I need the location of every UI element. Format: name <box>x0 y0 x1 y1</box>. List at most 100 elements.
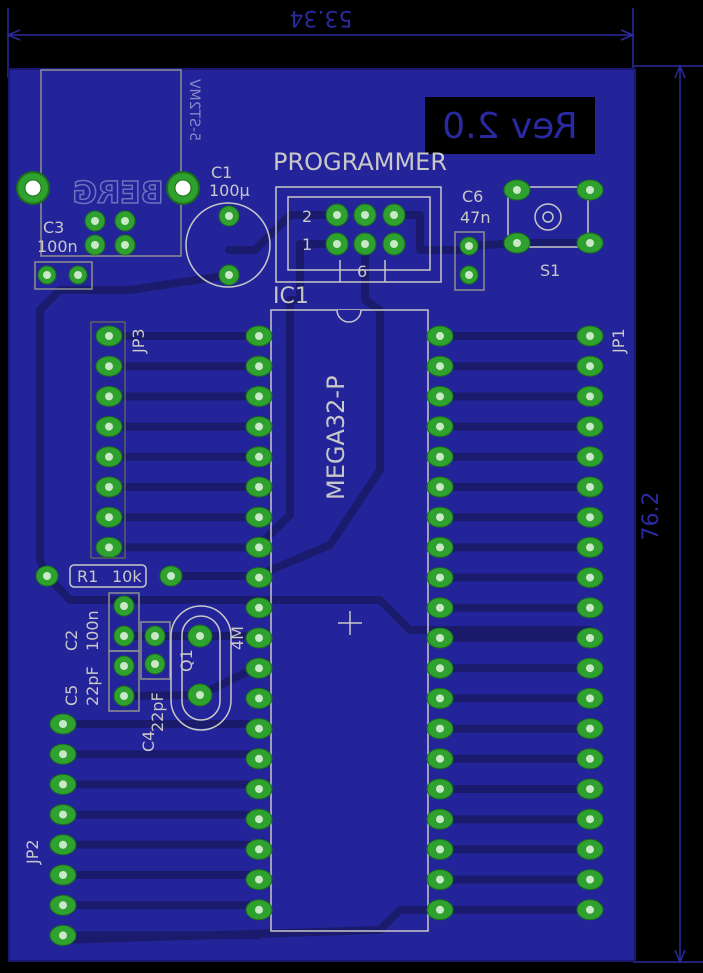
ic1-pin-left-19 <box>245 869 273 891</box>
ic1-pin-right-7 <box>426 506 454 528</box>
c5-pin-2 <box>113 685 135 707</box>
ic1-pin-left-5 <box>245 446 273 468</box>
ic1-notch <box>336 309 362 323</box>
q1-can-inner <box>181 615 221 721</box>
jp3-name: JP3 <box>129 328 148 354</box>
trace-bottom <box>56 906 444 944</box>
c4-value: 22pF <box>148 692 167 732</box>
jp1-pin-11 <box>576 627 604 649</box>
programmer-pin-top-1 <box>325 203 349 227</box>
c3-name: C3 <box>43 218 64 237</box>
c2-pin-1 <box>113 595 135 617</box>
ic1-pin-right-2 <box>426 355 454 377</box>
c1-name: C1 <box>211 163 232 182</box>
jp3-pin-3 <box>95 385 123 407</box>
jp3-pin-1 <box>95 325 123 347</box>
c3-pin-4 <box>114 234 136 256</box>
jp1-pin-8 <box>576 536 604 558</box>
jp1-pin-3 <box>576 385 604 407</box>
ic1-pin-left-3 <box>245 385 273 407</box>
programmer-name: PROGRAMMER <box>273 148 447 176</box>
jp1-pin-6 <box>576 476 604 498</box>
ic1-pin-left-2 <box>245 355 273 377</box>
s1-pin-3 <box>503 232 531 254</box>
programmer-pin-bottom-2 <box>353 232 377 256</box>
c3-pin-2 <box>114 210 136 232</box>
c2-pin-2 <box>113 625 135 647</box>
s1-pin-2 <box>576 179 604 201</box>
jp1-pin-12 <box>576 657 604 679</box>
jp1-pin-18 <box>576 838 604 860</box>
ic1-pin-left-8 <box>245 536 273 558</box>
c1-pin-2 <box>218 264 240 286</box>
r1-pin-2 <box>159 565 183 587</box>
trace-prog-1 <box>255 240 341 549</box>
c3-pin-3 <box>84 234 106 256</box>
trace-prog-3 <box>390 211 473 254</box>
jp1-pin-2 <box>576 355 604 377</box>
ic1-pin-right-10 <box>426 597 454 619</box>
ic1-pin-right-11 <box>426 627 454 649</box>
q1-name: Q1 <box>177 649 196 672</box>
c1-pin-1 <box>218 205 240 227</box>
q1-value: 4M <box>228 626 247 650</box>
c3-pin-1 <box>84 210 106 232</box>
jp1-pin-16 <box>576 778 604 800</box>
ic1-pin-right-3 <box>426 385 454 407</box>
c1-value: 100µ <box>209 181 250 200</box>
ic1-pin-left-7 <box>245 506 273 528</box>
jp2-pin-2 <box>49 743 77 765</box>
ic1-pin-right-5 <box>426 446 454 468</box>
ic1-pin-right-16 <box>426 778 454 800</box>
jp3-pin-8 <box>95 536 123 558</box>
ic1-pin-left-16 <box>245 778 273 800</box>
q1-pin-2 <box>187 683 213 707</box>
jp2-pin-4 <box>49 804 77 826</box>
dimension-top <box>6 8 635 78</box>
programmer-pin-top-3 <box>382 203 406 227</box>
jp3-pin-4 <box>95 416 123 438</box>
s1-name: S1 <box>540 261 560 280</box>
jp1-pin-14 <box>576 718 604 740</box>
rev-label: Rev 2.0 <box>442 106 578 147</box>
trace-reset <box>43 572 594 634</box>
traces <box>36 211 594 944</box>
programmer-pin2-label: 2 <box>302 207 312 226</box>
programmer-header-outline <box>275 186 442 283</box>
bottom-logo-sub: 5-ST2MV <box>186 79 202 141</box>
mounting-holes <box>16 171 200 205</box>
silkscreen <box>34 69 589 932</box>
q1-can <box>170 605 232 731</box>
jp1-pin-15 <box>576 748 604 770</box>
jp2-pin-3 <box>49 773 77 795</box>
c6-outline <box>454 231 485 291</box>
jp3-outline <box>90 321 126 559</box>
jp1-pin-5 <box>576 446 604 468</box>
jp1-pin-19 <box>576 869 604 891</box>
c3-value: 100n <box>37 237 78 256</box>
ic1-pin-right-15 <box>426 748 454 770</box>
q1-pin-1 <box>187 624 213 648</box>
ic1-name: IC1 <box>273 284 309 309</box>
trace-prog-2 <box>255 240 384 579</box>
c5-pin-1 <box>113 655 135 677</box>
ic1-pin-left-14 <box>245 718 273 740</box>
ic1-pin-left-13 <box>245 687 273 709</box>
jp1-name: JP1 <box>609 328 628 354</box>
ic1-pin-left-1 <box>245 325 273 347</box>
ic1-pin-left-10 <box>245 597 273 619</box>
ic1-pin-right-1 <box>426 325 454 347</box>
ic1-pin-right-18 <box>426 838 454 860</box>
ic1-pin-right-17 <box>426 808 454 830</box>
jp1-pin-17 <box>576 808 604 830</box>
width-dimension-label: 53.34 <box>290 5 353 30</box>
c2-name: C2 <box>62 630 81 651</box>
c3-outline <box>34 261 93 290</box>
c4-pin-1 <box>144 625 166 647</box>
programmer-pin-bottom-3 <box>382 232 406 256</box>
c5-value: 22pF <box>83 666 102 706</box>
s1-pin-4 <box>576 232 604 254</box>
ic1-pin-right-9 <box>426 567 454 589</box>
r1-body <box>69 564 147 588</box>
jp3-pin-7 <box>95 506 123 528</box>
